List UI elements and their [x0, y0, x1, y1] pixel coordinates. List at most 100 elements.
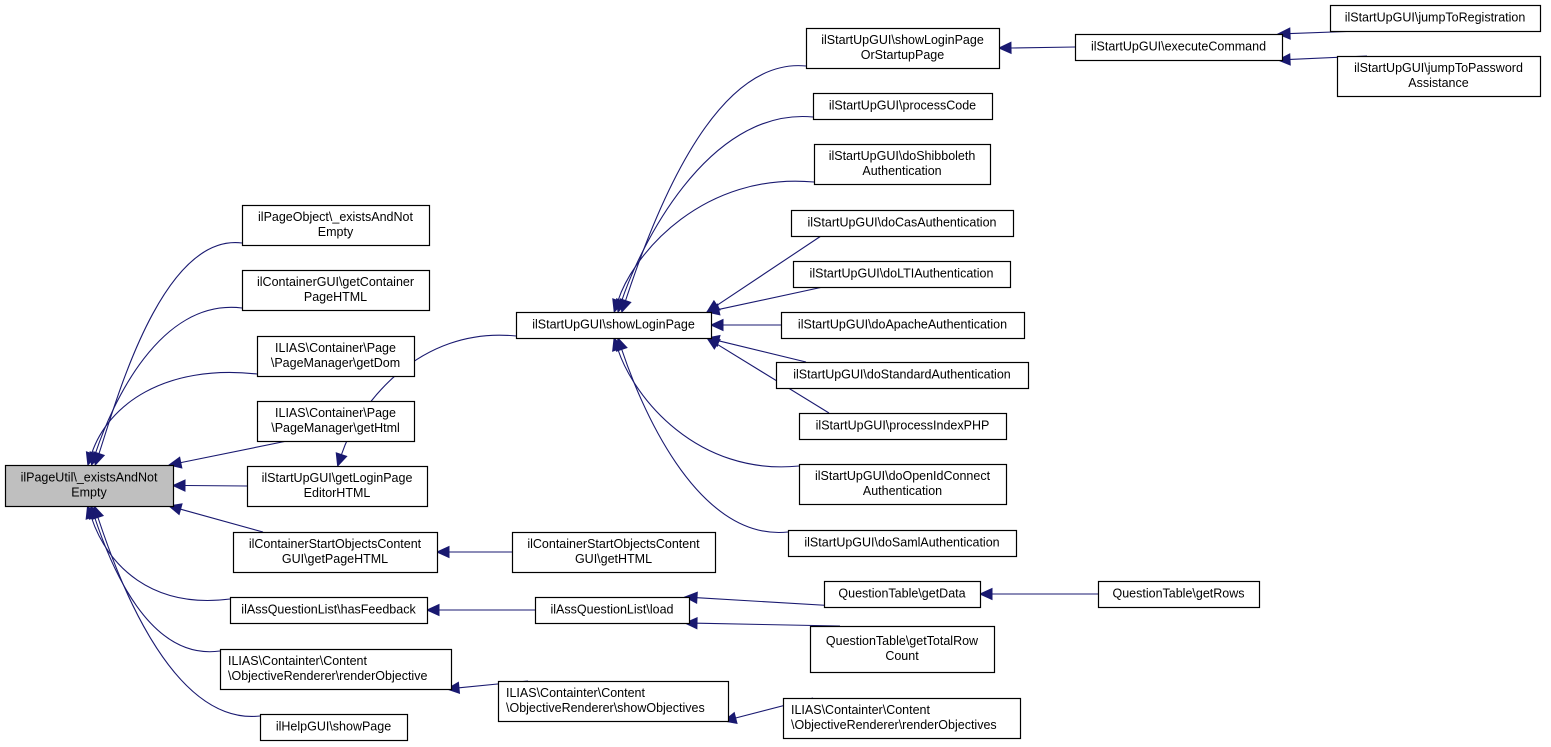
node-box[interactable]: [4, 464, 175, 508]
node-label: ILIAS\Container\Page: [275, 406, 396, 420]
edge-line: [696, 622, 841, 627]
node-box[interactable]: [515, 311, 713, 340]
node-box[interactable]: [1329, 4, 1542, 33]
node-startobjpage[interactable]: ilContainerStartObjectsContentGUI\getPag…: [232, 531, 439, 574]
node-load[interactable]: ilAssQuestionList\load: [534, 596, 691, 625]
node-label: ilContainerStartObjectsContent: [249, 537, 422, 551]
node-label: QuestionTable\getData: [838, 587, 965, 601]
node-box[interactable]: [813, 143, 992, 186]
node-lti[interactable]: ilStartUpGUI\doLTIAuthentication: [792, 260, 1012, 289]
node-box[interactable]: [497, 680, 730, 723]
node-box[interactable]: [246, 465, 429, 508]
node-box[interactable]: [219, 648, 453, 691]
node-label: ilStartUpGUI\doShibboleth: [829, 149, 976, 163]
node-box[interactable]: [780, 311, 1026, 340]
node-label: EditorHTML: [304, 486, 371, 500]
node-label: \PageManager\getDom: [271, 356, 400, 370]
edge-line: [91, 372, 258, 454]
node-box[interactable]: [241, 204, 431, 247]
node-helpgui[interactable]: ilHelpGUI\showPage: [259, 713, 409, 742]
node-openid[interactable]: ilStartUpGUI\doOpenIdConnectAuthenticati…: [798, 463, 1008, 506]
node-renderobjectives[interactable]: ILIAS\Containter\Content\ObjectiveRender…: [782, 697, 1022, 740]
node-box[interactable]: [798, 463, 1008, 506]
edge-line: [625, 65, 807, 301]
node-getdom[interactable]: ILIAS\Container\Page\PageManager\getDom: [256, 335, 416, 378]
arrowhead-icon: [705, 337, 721, 350]
node-box[interactable]: [792, 260, 1012, 289]
node-saml[interactable]: ilStartUpGUI\doSamlAuthentication: [787, 529, 1018, 558]
node-showobjectives[interactable]: ILIAS\Containter\Content\ObjectiveRender…: [497, 680, 730, 723]
arrowhead-icon: [85, 451, 98, 467]
edge-line: [617, 349, 800, 468]
node-label: OrStartupPage: [861, 48, 944, 62]
node-box[interactable]: [782, 697, 1022, 740]
node-box[interactable]: [823, 580, 982, 609]
edge-line: [621, 116, 814, 301]
node-showloginpage[interactable]: ilStartUpGUI\showLoginPage: [515, 311, 713, 340]
node-processcode[interactable]: ilStartUpGUI\processCode: [812, 92, 994, 121]
node-box[interactable]: [790, 209, 1015, 238]
node-getrows[interactable]: QuestionTable\getRows: [1097, 580, 1261, 609]
node-label: QuestionTable\getTotalRow: [826, 634, 979, 648]
node-box[interactable]: [798, 412, 1008, 441]
node-box[interactable]: [232, 531, 439, 574]
node-label: ILIAS\Containter\Content: [506, 686, 645, 700]
edge-openid-to-showloginpage: [612, 336, 800, 468]
node-renderobjective[interactable]: ILIAS\Containter\Content\ObjectiveRender…: [219, 648, 453, 691]
node-box[interactable]: [229, 596, 429, 625]
edge-line: [716, 235, 822, 306]
arrowhead-icon: [171, 479, 186, 492]
edge-containergui-to-root: [89, 306, 243, 467]
node-startobjhtml[interactable]: ilContainerStartObjectsContentGUI\getHTM…: [511, 531, 717, 574]
arrowhead-icon: [1276, 53, 1291, 66]
node-gethtml[interactable]: ILIAS\Container\Page\PageManager\getHtml: [256, 400, 416, 443]
node-standard[interactable]: ilStartUpGUI\doStandardAuthentication: [775, 361, 1030, 390]
edge-helpgui-to-root: [92, 504, 261, 717]
node-box[interactable]: [775, 361, 1030, 390]
node-box[interactable]: [787, 529, 1018, 558]
node-label: \PageManager\getHtml: [271, 421, 400, 435]
node-box[interactable]: [812, 92, 994, 121]
node-label: ilAssQuestionList\hasFeedback: [241, 603, 416, 617]
node-box[interactable]: [256, 400, 416, 443]
node-box[interactable]: [1074, 33, 1284, 62]
node-executecommand[interactable]: ilStartUpGUI\executeCommand: [1074, 33, 1284, 62]
node-label: Authentication: [862, 164, 941, 178]
node-box[interactable]: [511, 531, 717, 574]
node-box[interactable]: [256, 335, 416, 378]
node-box[interactable]: [1336, 55, 1542, 98]
node-indexphp[interactable]: ilStartUpGUI\processIndexPHP: [798, 412, 1008, 441]
node-box[interactable]: [1097, 580, 1261, 609]
node-label: ilHelpGUI\showPage: [276, 720, 391, 734]
node-getdata[interactable]: QuestionTable\getData: [823, 580, 982, 609]
edge-saml-to-showloginpage: [615, 336, 789, 533]
node-box[interactable]: [809, 625, 996, 674]
node-box[interactable]: [241, 269, 431, 312]
arrowhead-icon: [997, 41, 1012, 55]
node-box[interactable]: [805, 27, 1001, 70]
edge-line: [94, 306, 243, 454]
node-hasfeedback[interactable]: ilAssQuestionList\hasFeedback: [229, 596, 429, 625]
node-label: ilContainerGUI\getContainer: [257, 275, 414, 289]
node-box[interactable]: [259, 713, 409, 742]
node-apache[interactable]: ilStartUpGUI\doApacheAuthentication: [780, 311, 1026, 340]
edge-line: [94, 517, 221, 653]
arrowhead-icon: [709, 318, 724, 332]
node-box[interactable]: [534, 596, 691, 625]
edge-getrows-to-getdata: [978, 587, 1098, 601]
node-label: Assistance: [1408, 76, 1468, 90]
node-label: ILIAS\Container\Page: [275, 341, 396, 355]
node-jumpreg[interactable]: ilStartUpGUI\jumpToRegistration: [1329, 4, 1542, 33]
node-cas[interactable]: ilStartUpGUI\doCasAuthentication: [790, 209, 1015, 238]
node-label: ilStartUpGUI\doStandardAuthentication: [793, 368, 1011, 382]
edge-gethtml-to-root: [167, 440, 288, 469]
node-label: ilStartUpGUI\jumpToRegistration: [1345, 11, 1526, 25]
